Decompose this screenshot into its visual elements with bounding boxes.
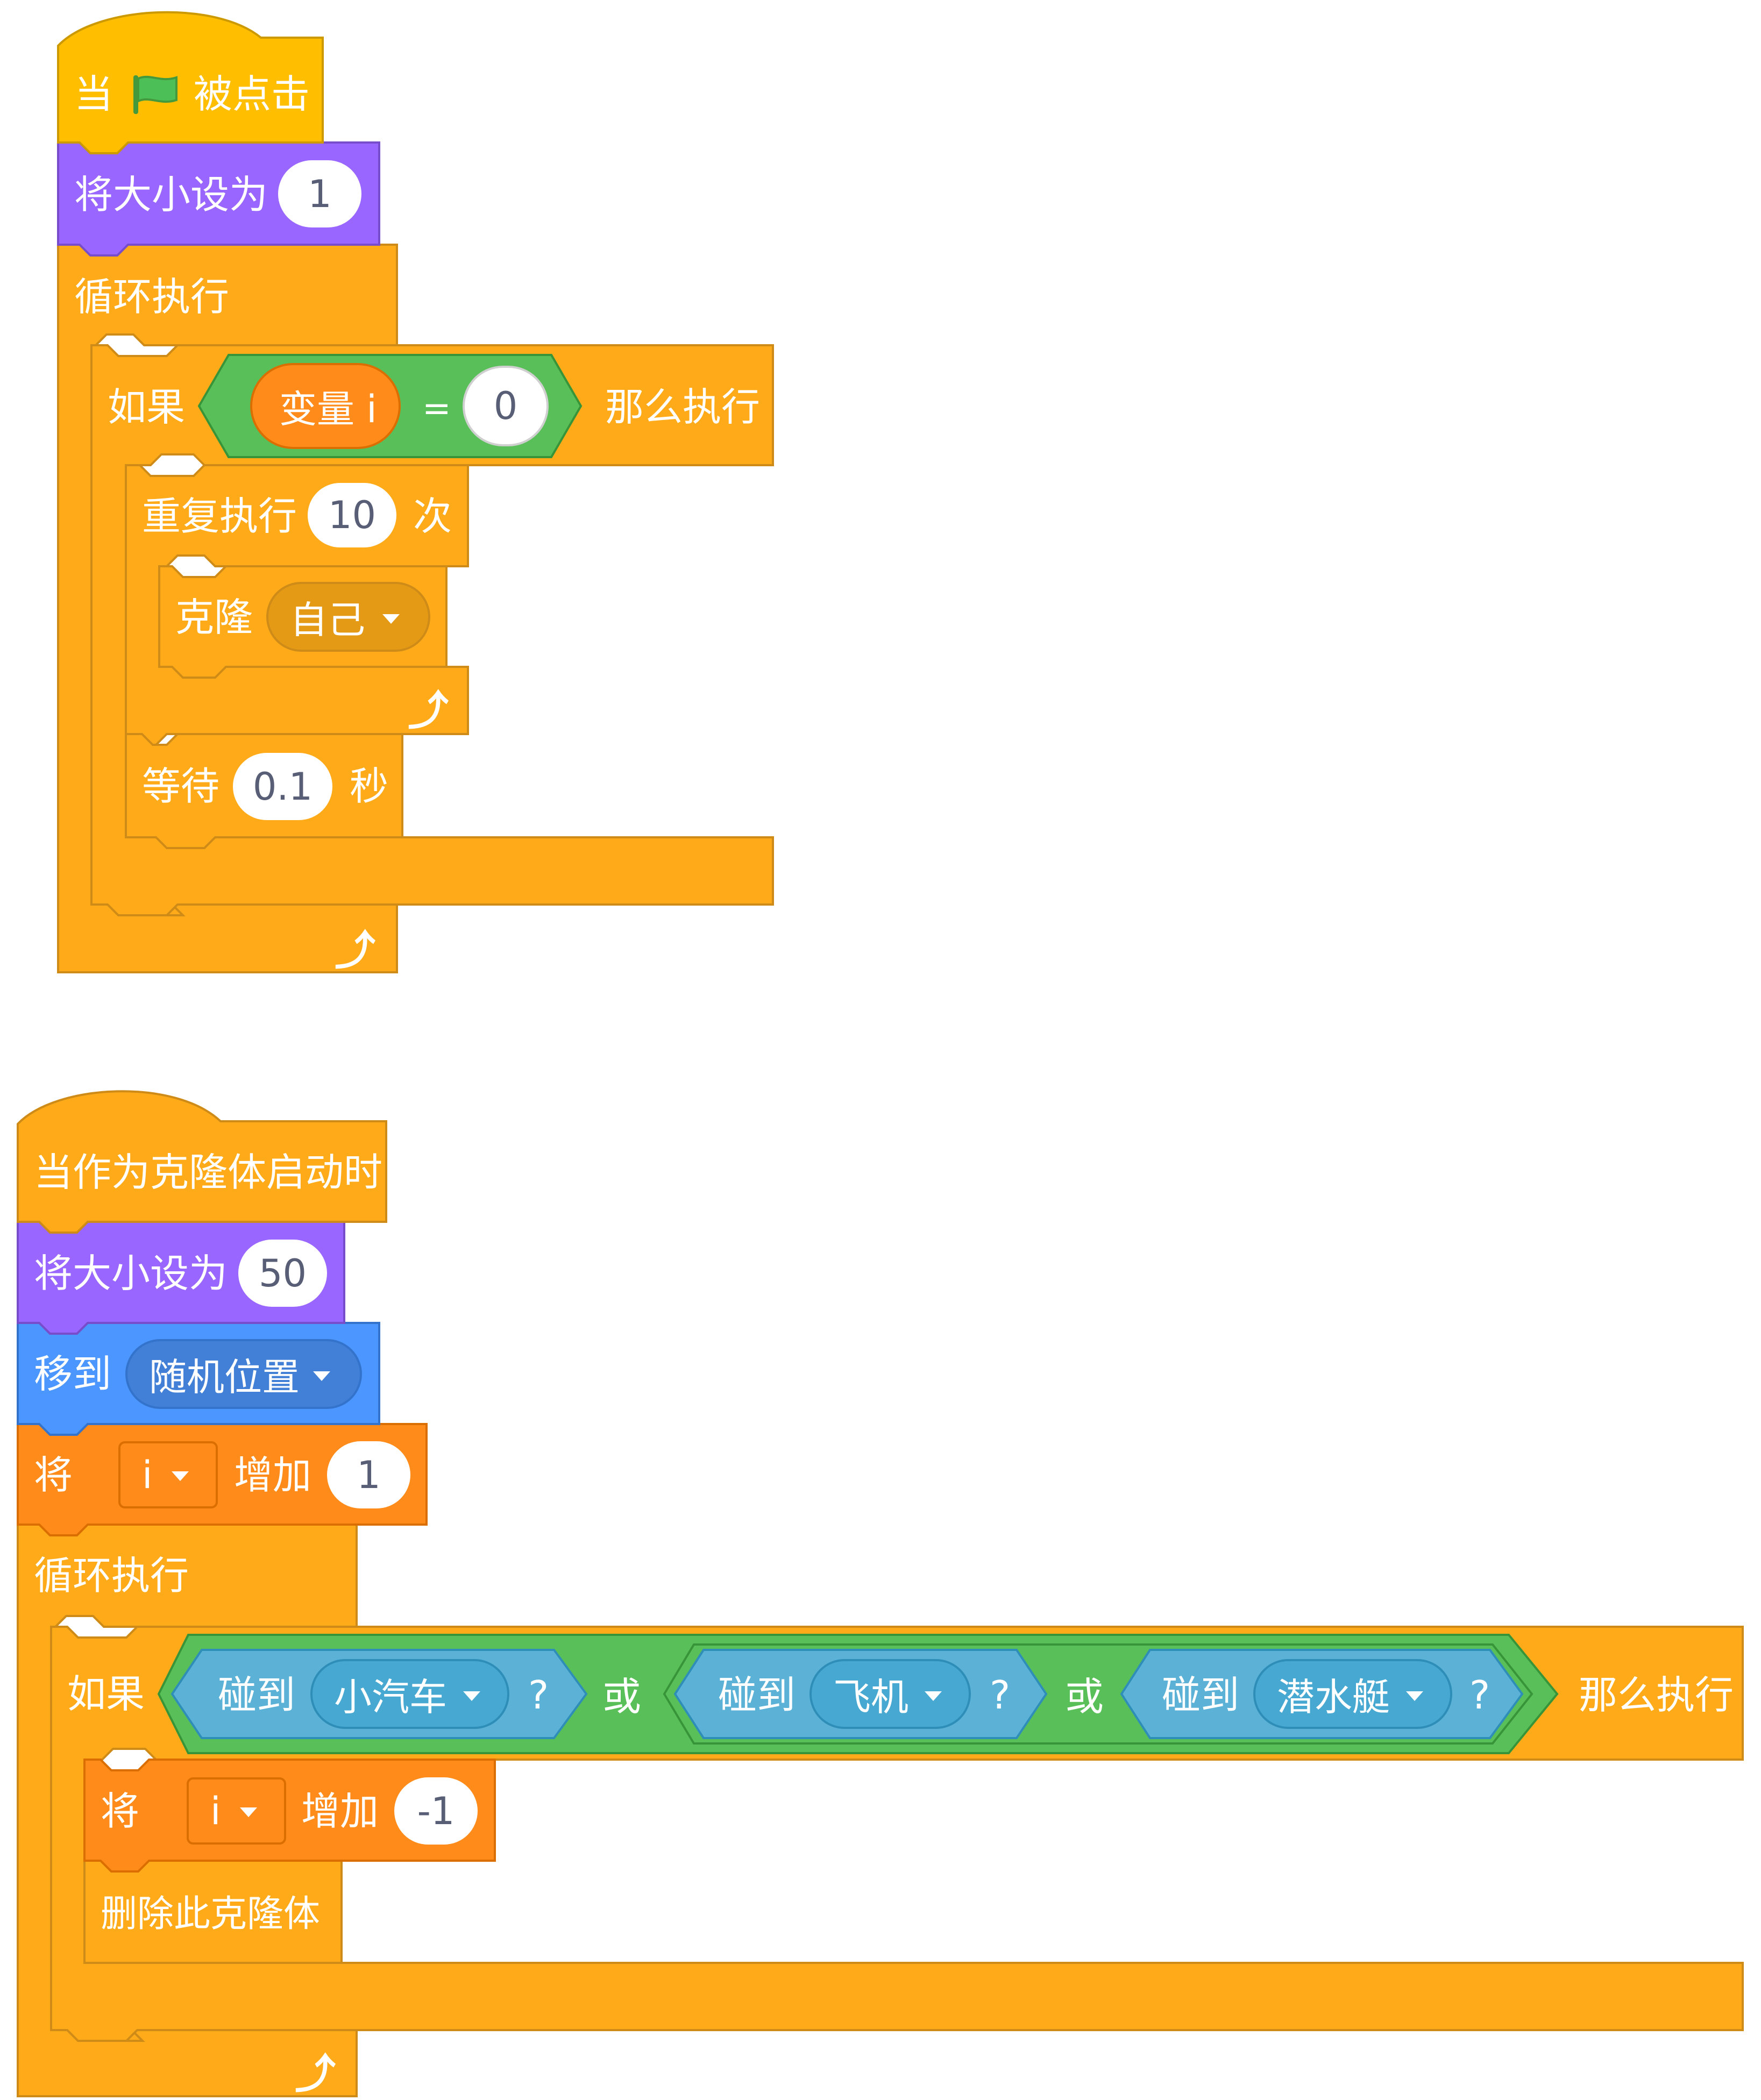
clone-hat-label: 当作为克隆体启动时 bbox=[34, 1150, 383, 1195]
forever-label-2: 循环执行 bbox=[34, 1553, 189, 1598]
touching-target-dropdown-2[interactable]: 飞机 bbox=[810, 1659, 971, 1729]
change2-value-input[interactable]: -1 bbox=[394, 1777, 478, 1845]
clone-hat-path bbox=[17, 1090, 387, 1234]
goto-target-dropdown[interactable]: 随机位置 bbox=[125, 1339, 362, 1409]
green-flag-icon bbox=[133, 75, 177, 114]
equals-value-input[interactable]: 0 bbox=[463, 366, 549, 446]
if-block-1-path bbox=[90, 344, 774, 916]
variable-i-reporter[interactable]: 变量 i bbox=[250, 363, 401, 449]
repeat-suffix: 次 bbox=[413, 494, 452, 539]
question-mark-2: ? bbox=[990, 1672, 1011, 1718]
dropdown-arrow-icon bbox=[1406, 1691, 1423, 1701]
touching-target-value-2: 飞机 bbox=[833, 1675, 908, 1719]
change2-label: 将 bbox=[101, 1789, 140, 1834]
loop-arrow-icon: ⤴ bbox=[295, 2050, 336, 2098]
set-size-input-2[interactable]: 50 bbox=[238, 1240, 327, 1307]
wait-label: 等待 bbox=[142, 764, 220, 809]
dropdown-arrow-icon bbox=[382, 614, 400, 624]
change-value-input[interactable]: 1 bbox=[327, 1441, 410, 1508]
wait-seconds-input[interactable]: 0.1 bbox=[233, 753, 332, 820]
forever-label: 循环执行 bbox=[74, 274, 230, 319]
touching-target-dropdown-1[interactable]: 小汽车 bbox=[310, 1659, 509, 1729]
change2-variable-dropdown[interactable]: i bbox=[187, 1777, 286, 1845]
clone-label: 克隆 bbox=[175, 595, 253, 640]
dropdown-arrow-icon bbox=[240, 1807, 257, 1817]
touching-target-value-3: 潜水艇 bbox=[1277, 1675, 1390, 1719]
repeat-label: 重复执行 bbox=[142, 494, 297, 539]
hat-suffix: 被点击 bbox=[194, 72, 310, 117]
or-label-1: 或 bbox=[602, 1674, 642, 1719]
change-variable-value: i bbox=[142, 1453, 153, 1497]
dropdown-arrow-icon bbox=[172, 1471, 189, 1481]
change2-variable-value: i bbox=[210, 1789, 221, 1833]
dropdown-arrow-icon bbox=[313, 1371, 330, 1381]
touching-target-dropdown-3[interactable]: 潜水艇 bbox=[1253, 1659, 1452, 1729]
change2-mid: 增加 bbox=[301, 1789, 379, 1834]
touching-label-3: 碰到 bbox=[1162, 1672, 1240, 1718]
change-variable-dropdown[interactable]: i bbox=[118, 1441, 218, 1508]
question-mark-3: ? bbox=[1469, 1672, 1490, 1718]
set-size-label: 将大小设为 bbox=[74, 172, 268, 217]
if-label-2: 如果 bbox=[67, 1671, 145, 1717]
hat-prefix: 当 bbox=[74, 72, 113, 117]
clone-target-value: 自己 bbox=[290, 597, 365, 642]
equals-operator: = bbox=[422, 389, 451, 429]
delete-clone-label: 删除此克隆体 bbox=[101, 1893, 321, 1935]
wait-suffix: 秒 bbox=[350, 764, 389, 809]
then-label-2: 那么执行 bbox=[1579, 1672, 1734, 1718]
loop-arrow-icon: ⤴ bbox=[408, 687, 449, 735]
touching-label-2: 碰到 bbox=[718, 1672, 796, 1718]
question-mark-1: ? bbox=[528, 1672, 549, 1718]
hat-path bbox=[57, 11, 324, 154]
or-label-2: 或 bbox=[1065, 1674, 1104, 1719]
dropdown-arrow-icon bbox=[463, 1691, 480, 1701]
loop-arrow-icon: ⤴ bbox=[335, 927, 375, 974]
dropdown-arrow-icon bbox=[925, 1691, 942, 1701]
then-label: 那么执行 bbox=[605, 385, 761, 430]
goto-label: 移到 bbox=[34, 1351, 112, 1397]
clone-target-dropdown[interactable]: 自己 bbox=[266, 582, 430, 652]
repeat-count-input[interactable]: 10 bbox=[308, 483, 396, 547]
change-label: 将 bbox=[34, 1453, 73, 1498]
touching-target-value-1: 小汽车 bbox=[334, 1675, 447, 1719]
if-label: 如果 bbox=[108, 385, 186, 430]
set-size-label-2: 将大小设为 bbox=[34, 1251, 228, 1296]
touching-label-1: 碰到 bbox=[218, 1672, 296, 1718]
change-mid: 增加 bbox=[234, 1453, 312, 1498]
set-size-input[interactable]: 1 bbox=[278, 160, 361, 227]
goto-target-value: 随机位置 bbox=[149, 1355, 300, 1399]
